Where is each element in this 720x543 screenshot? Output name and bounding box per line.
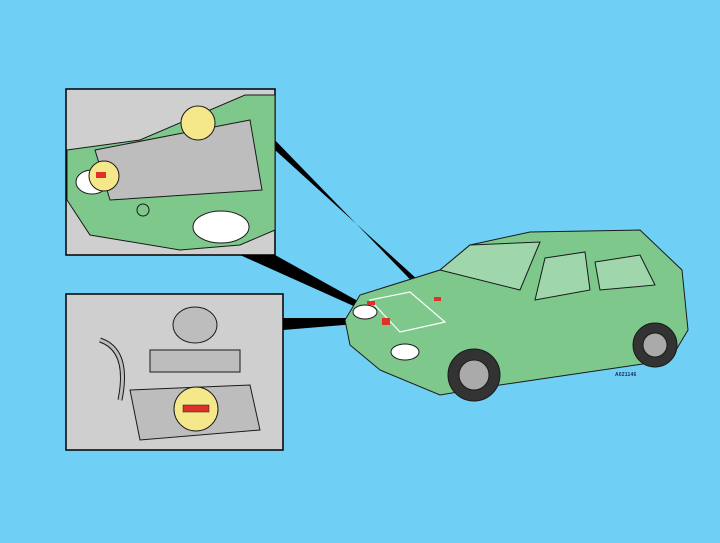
pointer-middle: [240, 255, 365, 308]
pointer-top: [270, 135, 440, 304]
figure-code: A021146: [615, 372, 637, 378]
engine-bay-inset: [65, 88, 276, 256]
car: [344, 229, 689, 402]
engine-number-inset: [65, 293, 284, 451]
